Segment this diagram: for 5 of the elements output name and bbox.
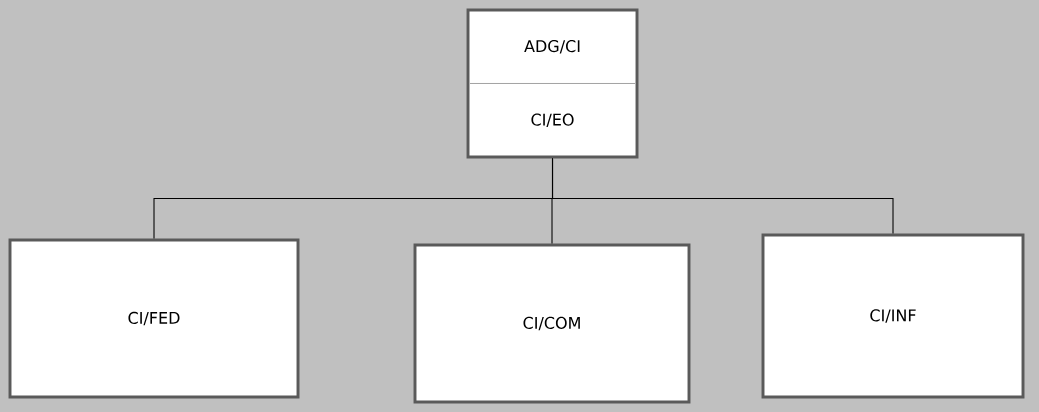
org-box: CI/COM bbox=[413, 243, 691, 404]
org-box: CI/FED bbox=[8, 238, 300, 399]
org-box: CI/INF bbox=[761, 233, 1025, 399]
org-box: ADG/CI CI/EO bbox=[466, 8, 639, 159]
connector-line bbox=[551, 157, 894, 235]
